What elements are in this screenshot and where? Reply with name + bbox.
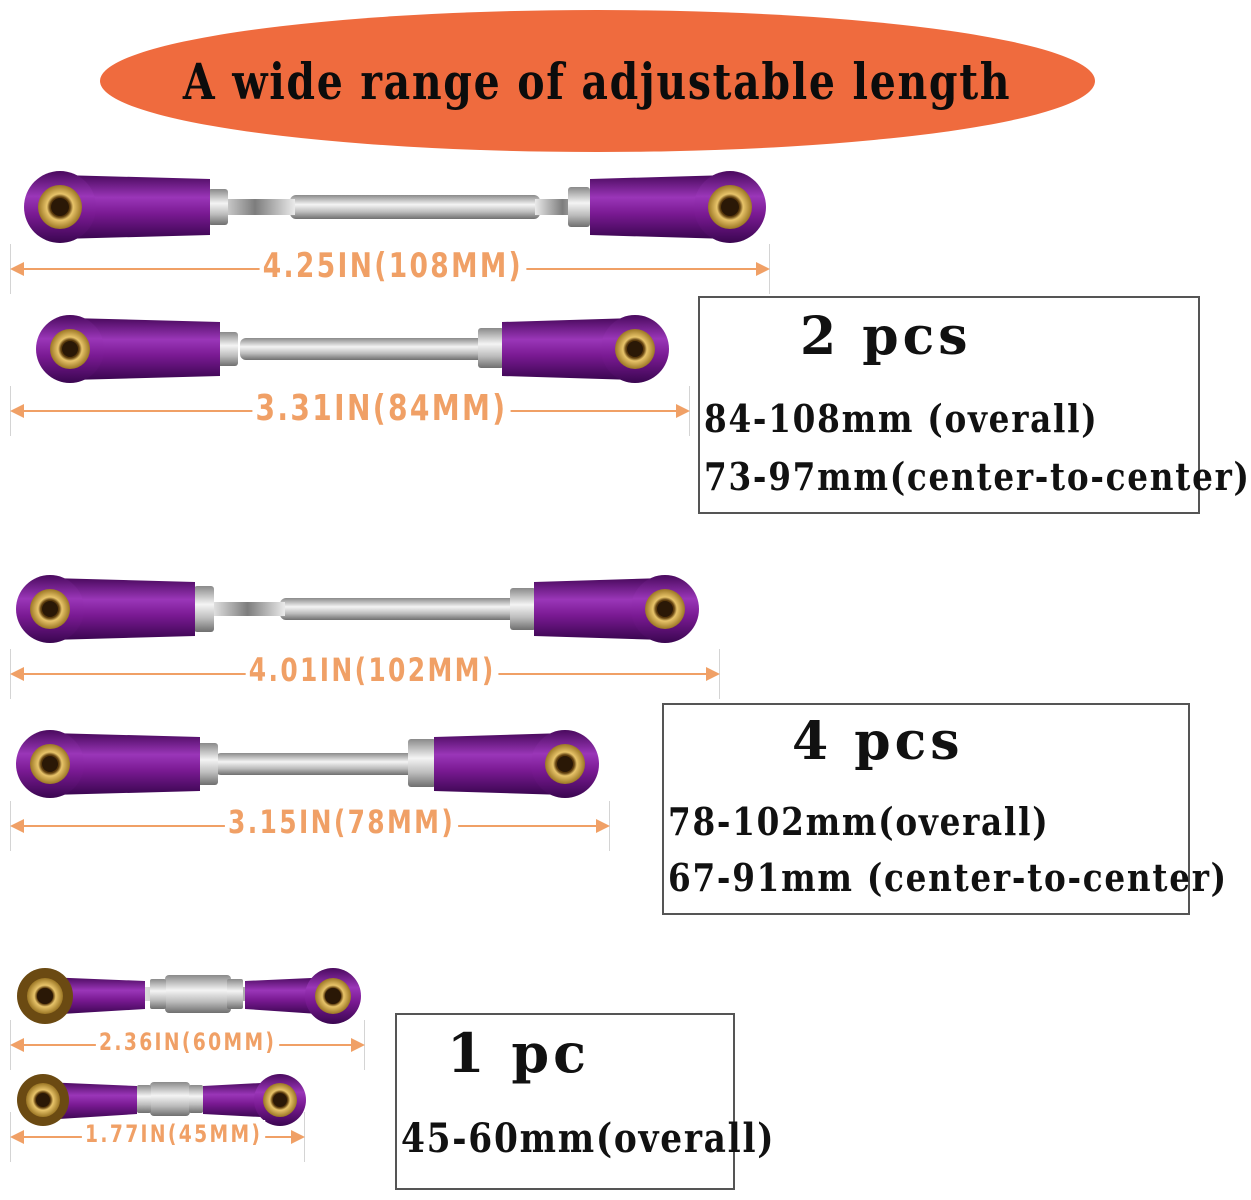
quantity-label: 4 pcs	[792, 711, 964, 772]
turnbuckle-rod-84mm	[36, 315, 669, 383]
spec-box-4pcs: 4 pcs 78-102mm(overall) 67-91mm (center-…	[662, 703, 1226, 915]
dimension-108mm: 4.25IN(108MM)	[10, 244, 770, 294]
turnbuckle-rod-45mm	[17, 1074, 306, 1126]
length-label: 2.36IN(60MM)	[95, 1028, 280, 1056]
center-length-range: 73-97mm(center-to-center)	[704, 454, 1251, 499]
overall-length-range: 78-102mm(overall)	[668, 799, 1050, 844]
length-label: 1.77IN(45MM)	[81, 1120, 266, 1148]
center-length-range: 67-91mm (center-to-center)	[668, 855, 1228, 900]
length-label: 4.01IN(102MM)	[245, 651, 499, 689]
dimension-78mm: 3.15IN(78MM)	[10, 801, 610, 851]
spec-box-1pc: 1 pc 45-60mm(overall)	[395, 1013, 774, 1190]
length-label: 3.31IN(84MM)	[252, 388, 511, 429]
overall-length-range: 45-60mm(overall)	[401, 1115, 776, 1162]
spec-box-2pcs: 2 pcs 84-108mm (overall) 73-97mm(center-…	[698, 296, 1249, 514]
dimension-60mm: 2.36IN(60MM)	[10, 1020, 365, 1070]
dimension-84mm: 3.31IN(84MM)	[10, 386, 690, 436]
quantity-label: 1 pc	[447, 1021, 591, 1085]
turnbuckle-rod-102mm	[16, 575, 699, 643]
banner-title: A wide range of adjustable length	[183, 51, 1012, 111]
dimension-102mm: 4.01IN(102MM)	[10, 649, 720, 699]
dimension-45mm: 1.77IN(45MM)	[10, 1112, 305, 1162]
length-label: 4.25IN(108MM)	[259, 246, 527, 286]
title-banner: A wide range of adjustable length	[100, 10, 1095, 152]
turnbuckle-rod-78mm	[16, 730, 599, 798]
quantity-label: 2 pcs	[800, 306, 972, 367]
overall-length-range: 84-108mm (overall)	[704, 396, 1099, 441]
turnbuckle-rod-60mm	[17, 968, 361, 1024]
turnbuckle-rod-108mm	[24, 171, 766, 243]
length-label: 3.15IN(78MM)	[224, 803, 459, 841]
